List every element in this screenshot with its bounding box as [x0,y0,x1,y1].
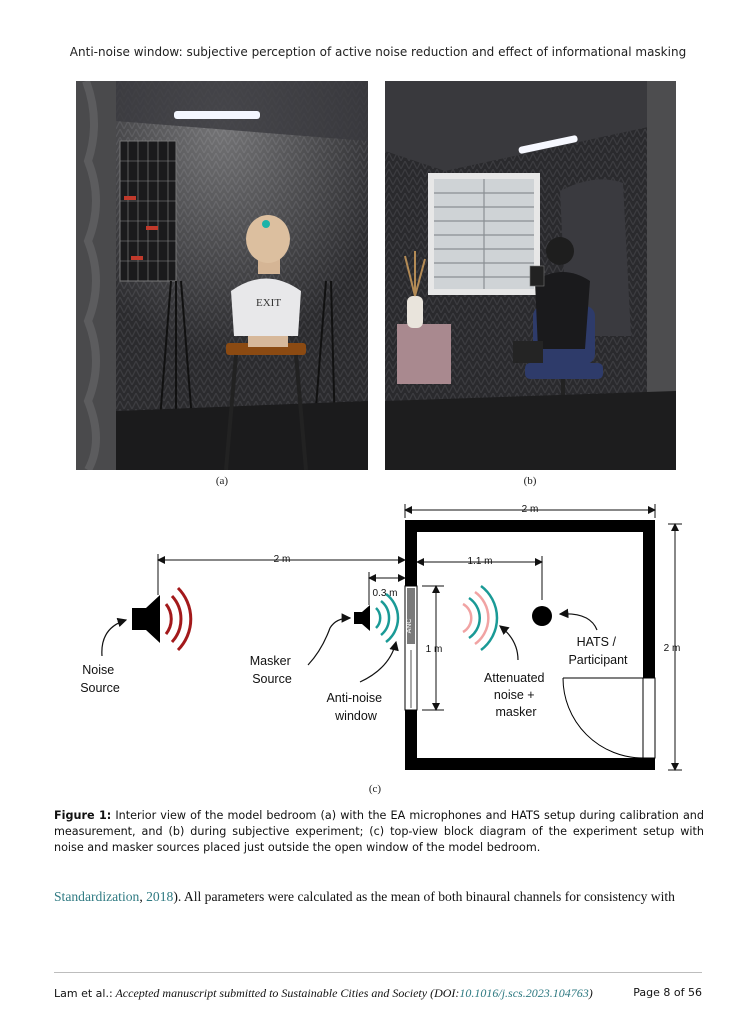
noise-waves [164,586,193,652]
footer-authors: Lam et al.: [54,987,113,1000]
hats-label: HATS / Participant [568,635,628,667]
citation-year-link[interactable]: 2018 [146,889,174,904]
subfigure-label-b: (b) [523,475,537,487]
dim-hats-distance: 1.1 m [467,556,492,567]
dim-noise-distance: 2 m [274,554,291,565]
photo-subjective-experiment [385,81,676,470]
caption-label: Figure 1: [54,809,112,822]
dim-masker-distance: 0.3 m [372,588,397,599]
dim-room-depth: 2 m [664,643,681,654]
body-paragraph: Standardization, 2018). All parameters w… [54,889,704,905]
footer-close: ) [588,986,593,1000]
running-head: Anti-noise window: subjective perception… [69,45,687,59]
footer-journal: Accepted manuscript submitted to Sustain… [112,986,460,1000]
anti-noise-window-label: Anti-noise window [326,691,385,723]
footer-rule [54,972,702,973]
attenuated-waves [462,585,499,651]
body-text: ). All parameters were calculated as the… [173,889,675,904]
attenuated-label: Attenuated noise + masker [484,671,548,719]
figure-caption: Figure 1: Interior view of the model bed… [54,808,704,856]
shirt-print: EXIT [256,297,281,309]
caption-text: Interior view of the model bedroom (a) w… [54,809,704,854]
photo-hats-calibration: EXIT [76,81,368,470]
noise-speaker-icon [132,595,160,643]
noise-source-label: Noise Source [80,663,120,695]
masker-source-label: Masker Source [250,654,294,686]
anti-noise-waves [375,593,400,643]
citation-sep: , [139,889,147,904]
citation-link[interactable]: Standardization [54,889,140,904]
subfigure-label-a: (a) [215,475,229,487]
masker-speaker-icon [354,605,370,631]
page-number: Page 8 of 56 [633,986,702,999]
dim-window-width: 1 m [426,644,443,655]
dim-room-width: 2 m [522,504,539,515]
doi-link[interactable]: 10.1016/j.scs.2023.104763 [459,986,589,1000]
setup-diagram: ANC 2 m 2 m 2 m 1.1 m 0.3 m 1 m [80,504,682,771]
footer: Lam et al.: Accepted manuscript submitte… [54,986,702,1001]
anc-label: ANC [406,619,413,634]
subfigure-label-c: (c) [368,783,382,795]
hats-marker-icon [532,606,552,626]
